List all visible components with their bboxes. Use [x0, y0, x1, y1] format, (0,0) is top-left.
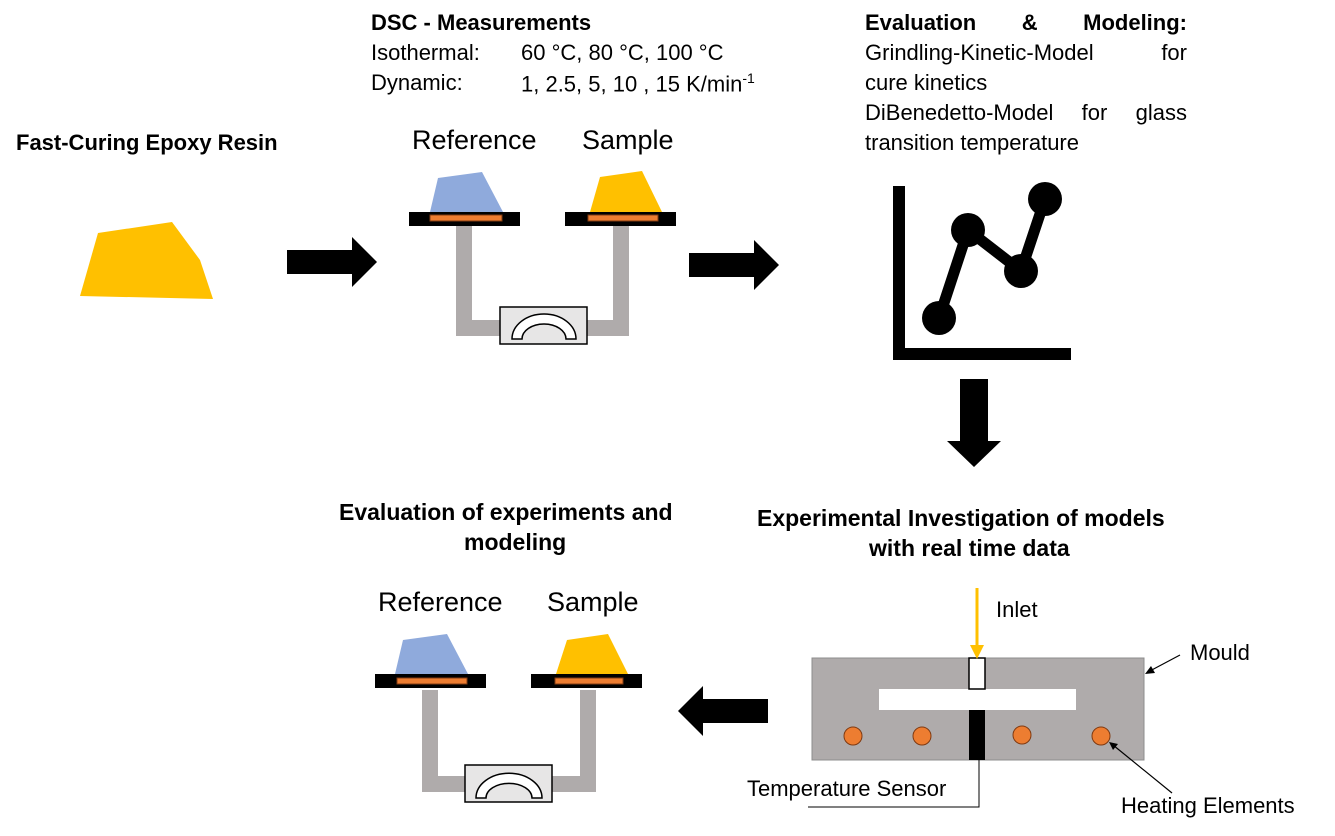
chart-icon-line — [933, 197, 1051, 320]
heating-element-3 — [1012, 725, 1032, 745]
heating-elements-label: Heating Elements — [1121, 793, 1295, 818]
heating-element-1 — [843, 726, 863, 746]
chart-icon-x-axis — [893, 348, 1071, 360]
evaluation-reference-label: Reference — [378, 587, 503, 617]
heating-callout-arrowhead — [1109, 742, 1118, 750]
reference-pan-heater — [429, 214, 503, 222]
evaluation-title: Evaluation & Modeling: — [865, 10, 1187, 35]
dsc-isothermal-values: 60 °C, 80 °C, 100 °C — [521, 40, 724, 65]
reference2-pan-heater — [396, 677, 468, 685]
dsc-dynamic-values: 1, 2.5, 5, 10 , 15 K/min-1 — [521, 70, 755, 97]
arrow-down — [947, 379, 1001, 467]
chart-icon-y-axis — [893, 186, 905, 360]
evaluation-line-1: Grindling-Kinetic-Model for — [865, 40, 1187, 65]
temperature-sensor-label: Temperature Sensor — [747, 776, 947, 801]
reference2-sample-shape — [395, 634, 468, 674]
dsc-reference-label: Reference — [412, 125, 537, 155]
experimental-title-line-1: Experimental Investigation of models — [757, 505, 1165, 531]
line-chart-icon — [893, 182, 1071, 360]
evaluation-line-3: DiBenedetto-Model for glass — [865, 100, 1187, 125]
dsc2-frame-left-post — [422, 690, 438, 792]
dsc-dynamic-label: Dynamic: — [371, 70, 463, 95]
dsc-sample-label: Sample — [582, 125, 674, 155]
dsc-apparatus-bottom — [375, 634, 642, 803]
temperature-sensor-bar — [969, 710, 985, 760]
chart-icon-point-4 — [1028, 182, 1062, 216]
dsc2-meter-gauge-icon — [475, 772, 543, 799]
chart-icon-point-1 — [922, 301, 956, 335]
mould-inlet-channel — [968, 657, 986, 690]
mould-label: Mould — [1190, 640, 1250, 665]
evaluation-line-4: transition temperature — [865, 130, 1079, 155]
inlet-label: Inlet — [996, 597, 1038, 622]
mould-callout-line — [1147, 654, 1181, 673]
reference-sample-shape — [430, 172, 503, 212]
dsc-apparatus-top — [409, 171, 676, 345]
chart-icon-point-3 — [1004, 254, 1038, 288]
heating-element-2 — [912, 726, 932, 746]
sensor-callout-line — [808, 760, 980, 808]
dsc-frame-right-post — [613, 226, 629, 336]
sample2-resin-shape — [556, 634, 628, 674]
start-title: Fast-Curing Epoxy Resin — [16, 130, 278, 155]
dsc-dynamic-unit-exponent: -1 — [742, 70, 755, 86]
sample2-pan-heater — [554, 677, 624, 685]
arrow-left — [678, 686, 768, 736]
chart-icon-point-2 — [951, 213, 985, 247]
mould-cavity — [879, 689, 1076, 710]
mould-callout-arrowhead — [1145, 666, 1155, 674]
dsc-title: DSC - Measurements — [371, 10, 592, 35]
sample-resin-shape — [590, 171, 662, 212]
sample-pan-heater — [587, 214, 659, 222]
heating-element-4 — [1091, 726, 1111, 746]
arrow-right-2 — [689, 240, 779, 290]
evaluation-line-2: cure kinetics — [865, 70, 988, 95]
experimental-title-line-2: with real time data — [869, 535, 1070, 561]
mould-illustration — [808, 588, 1181, 808]
arrow-right-1 — [287, 237, 377, 287]
heating-callout-line — [1112, 744, 1173, 794]
evaluation-sample-label: Sample — [547, 587, 639, 617]
dsc2-frame-right-post — [580, 690, 596, 792]
evaluation-experiments-title-line-1: Evaluation of experiments and — [339, 499, 673, 525]
epoxy-resin-shape — [80, 222, 213, 299]
evaluation-experiments-title-line-2: modeling — [464, 529, 567, 555]
dsc-meter-gauge-icon — [511, 313, 577, 340]
inlet-arrow-head — [970, 645, 984, 659]
dsc-frame-left-post — [456, 226, 472, 336]
dsc-isothermal-label: Isothermal: — [371, 40, 480, 65]
